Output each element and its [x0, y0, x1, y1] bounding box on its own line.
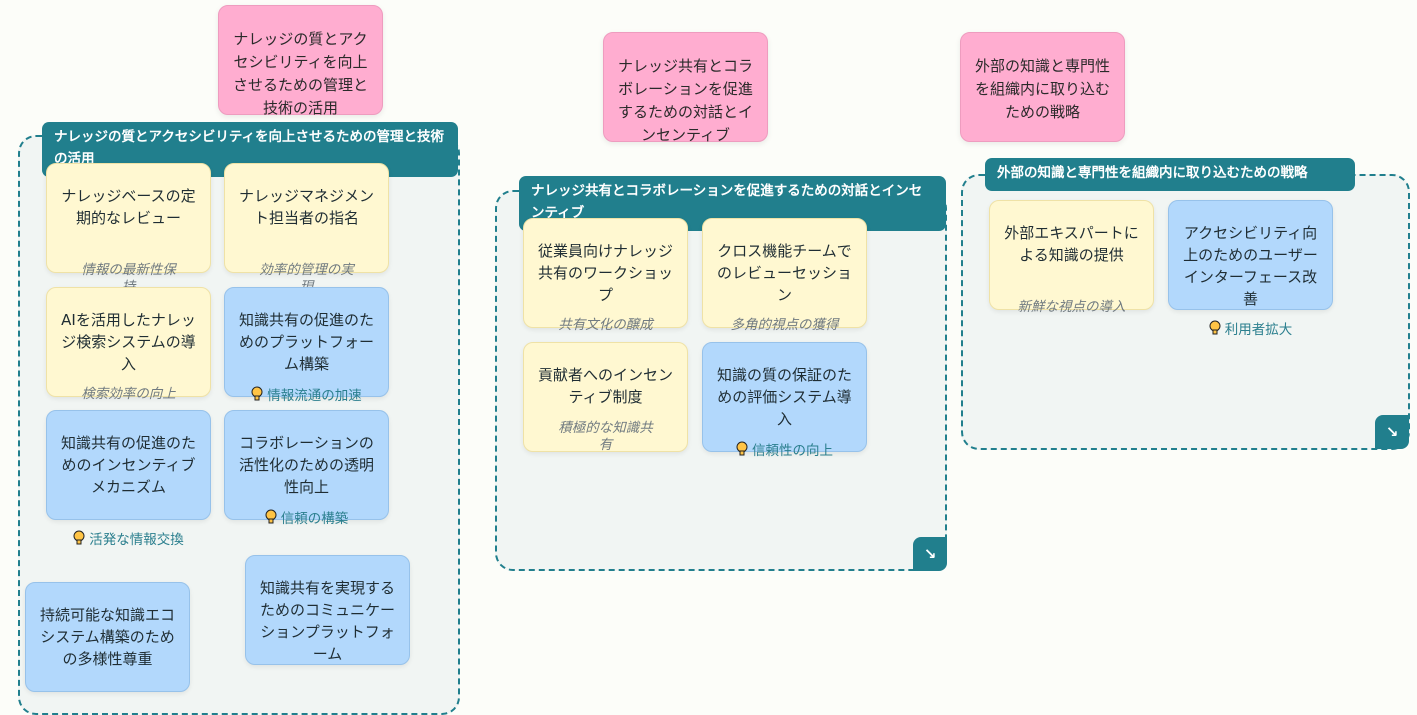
- idea-card[interactable]: 知識共有の促進のためのプラットフォーム構築 情報流通の加速: [224, 287, 389, 404]
- idea-card[interactable]: ナレッジマネジメント担当者の指名 効率的管理の実現: [224, 163, 389, 295]
- card-label: 知識共有の促進のためのプラットフォーム構築: [238, 311, 374, 373]
- card-label: 知識の質の保証のための評価システム導入: [716, 366, 852, 428]
- card-note: 積極的な知識共有: [558, 420, 653, 453]
- card-note: 検索効率の向上: [81, 386, 176, 402]
- card-insight: 信頼性の向上: [703, 441, 866, 460]
- card-label: AIを活用したナレッジ検索システムの導入: [61, 311, 196, 373]
- idea-card[interactable]: コラボレーションの活性化のための透明性向上 信頼の構築: [224, 410, 389, 527]
- card-note: 多角的視点の獲得: [730, 317, 839, 333]
- card-label: 知識共有の促進のためのインセンティブメカニズム: [60, 434, 196, 496]
- group-header[interactable]: 外部の知識と専門性を組織内に取り込むための戦略: [985, 158, 1355, 191]
- group-title: ナレッジ共有とコラボレーションを促進するための対話とインセンティブ: [531, 183, 923, 221]
- card-label: ナレッジマネジメント担当者の指名: [238, 187, 374, 227]
- idea-card[interactable]: AIを活用したナレッジ検索システムの導入 検索効率の向上: [46, 287, 211, 402]
- card-label: 貢献者へのインセンティブ制度: [537, 366, 673, 406]
- lightbulb-icon: [1209, 320, 1221, 335]
- card-insight: 情報流通の加速: [225, 386, 388, 405]
- card-label: 外部エキスパートによる知識の提供: [1004, 224, 1139, 264]
- idea-card[interactable]: 従業員向けナレッジ共有のワークショップ 共有文化の醸成: [523, 218, 688, 333]
- card-label: コラボレーションの活性化のための透明性向上: [238, 434, 374, 496]
- lightbulb-icon: [736, 441, 748, 456]
- root-node-label: ナレッジ共有とコラボレーションを促進するための対話とインセンティブ: [617, 57, 753, 144]
- expand-arrow-icon: ↘: [1385, 423, 1399, 441]
- root-node[interactable]: ナレッジの質とアクセシビリティを向上させるための管理と技術の活用: [218, 5, 383, 117]
- card-label: 従業員向けナレッジ共有のワークショップ: [537, 242, 673, 304]
- card-label: 持続可能な知識エコシステム構築のための多様性尊重: [39, 606, 175, 668]
- root-node-label: 外部の知識と専門性を組織内に取り込むための戦略: [974, 57, 1110, 121]
- root-node-label: ナレッジの質とアクセシビリティを向上させるための管理と技術の活用: [232, 30, 368, 117]
- expand-button[interactable]: ↘: [913, 537, 947, 571]
- card-insight: 活発な情報交換: [47, 530, 210, 549]
- idea-card[interactable]: 貢献者へのインセンティブ制度 積極的な知識共有: [523, 342, 688, 453]
- card-label: 知識共有を実現するためのコミュニケーションプラットフォーム: [259, 579, 395, 663]
- card-insight: 利用者拡大: [1169, 320, 1332, 339]
- group-title: ナレッジの質とアクセシビリティを向上させるための管理と技術の活用: [54, 129, 445, 167]
- card-note: 共有文化の醸成: [558, 317, 653, 333]
- root-node[interactable]: 外部の知識と専門性を組織内に取り込むための戦略: [960, 32, 1125, 142]
- idea-card[interactable]: 知識共有を実現するためのコミュニケーションプラットフォーム: [245, 555, 410, 665]
- idea-card[interactable]: 知識の質の保証のための評価システム導入 信頼性の向上: [702, 342, 867, 459]
- expand-button[interactable]: ↘: [1375, 415, 1409, 449]
- idea-card[interactable]: 知識共有の促進のためのインセンティブメカニズム 活発な情報交換: [46, 410, 211, 548]
- group-title: 外部の知識と専門性を組織内に取り込むための戦略: [997, 165, 1308, 181]
- card-label: クロス機能チームでのレビューセッション: [716, 242, 852, 304]
- root-node[interactable]: ナレッジ共有とコラボレーションを促進するための対話とインセンティブ: [603, 32, 768, 144]
- lightbulb-icon: [251, 386, 263, 401]
- idea-card[interactable]: ナレッジベースの定期的なレビュー 情報の最新性保持: [46, 163, 211, 295]
- lightbulb-icon: [265, 509, 277, 524]
- idea-card[interactable]: 持続可能な知識エコシステム構築のための多様性尊重: [25, 582, 190, 692]
- card-label: アクセシビリティ向上のためのユーザーインターフェース改善: [1183, 224, 1318, 308]
- idea-card[interactable]: 外部エキスパートによる知識の提供 新鮮な視点の導入: [989, 200, 1154, 315]
- lightbulb-icon: [73, 530, 85, 545]
- idea-card[interactable]: クロス機能チームでのレビューセッション 多角的視点の獲得: [702, 218, 867, 333]
- card-insight: 信頼の構築: [225, 509, 388, 528]
- card-label: ナレッジベースの定期的なレビュー: [61, 187, 196, 227]
- card-note: 新鮮な視点の導入: [1017, 299, 1126, 315]
- expand-arrow-icon: ↘: [923, 545, 937, 563]
- idea-card[interactable]: アクセシビリティ向上のためのユーザーインターフェース改善 利用者拡大: [1168, 200, 1333, 338]
